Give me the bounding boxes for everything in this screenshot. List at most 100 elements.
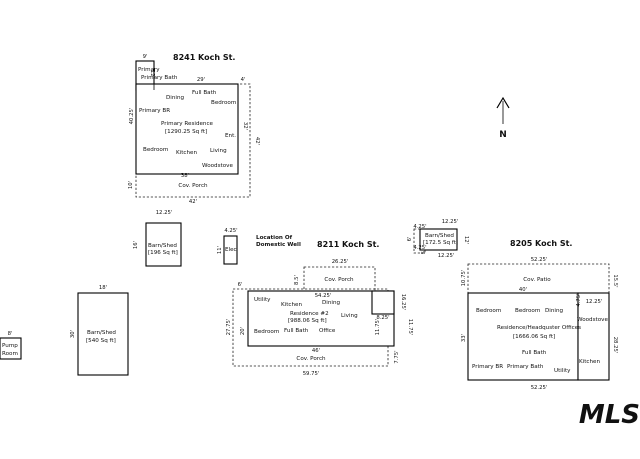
room-living: Living	[341, 313, 358, 319]
barn-area: [196 Sq ft]	[148, 250, 178, 256]
dim-depth-16-25: 16.25'	[400, 294, 406, 311]
cov-patio-label: Cov. Patio	[523, 277, 551, 283]
dim-depth-6: 6'	[407, 237, 413, 242]
pump-label-line2: Room	[2, 351, 18, 357]
dim-width-29: 29'	[197, 77, 205, 83]
title-8211: 8211 Koch St.	[317, 240, 379, 249]
residence-area: [1666.06 Sq ft]	[513, 334, 555, 340]
residence-east-wing	[577, 292, 610, 381]
building-8205-koch: 8205 Koch St. 52.25' 10.75' Cov. Patio 1…	[461, 239, 618, 391]
dim-depth-42: 42'	[254, 137, 260, 145]
elec-label: Elec	[225, 247, 237, 253]
room-full-bath: Full Bath	[284, 328, 309, 334]
dim-width: 4.25'	[224, 228, 237, 234]
dim-width-12-25: 12.25'	[586, 299, 603, 305]
cov-porch-bottom-label: Cov. Porch	[296, 356, 326, 362]
room-bedroom-1: Bedroom	[211, 100, 236, 106]
dim-width-46: 46'	[312, 348, 320, 354]
room-woodstove: Woodstove	[202, 163, 233, 169]
mls-watermark-logo: MLS	[579, 400, 640, 430]
dim-width-top: 12.25'	[442, 219, 459, 225]
dim-depth-5: 5'	[421, 250, 427, 255]
room-primary-bath-line1: Primary	[138, 67, 160, 73]
room-primary-br: Primary BR	[472, 364, 503, 370]
watermark-text: MLS	[579, 400, 640, 430]
dim-depth: 16'	[133, 241, 139, 249]
pump-room: 8' Pump Room	[0, 331, 22, 360]
residence-2-bump	[371, 290, 395, 315]
room-bedroom-1: Bedroom	[476, 308, 501, 314]
residence-headquarters-outline	[467, 292, 579, 381]
room-dining: Dining	[166, 95, 185, 101]
building-8241-koch: 8241 Koch St. 9' 12' Primary Primary Bat…	[128, 53, 260, 205]
residence-2-outline	[247, 290, 395, 347]
dim-width-4: 4'	[241, 77, 246, 83]
barn-label: Barn/Shed	[87, 330, 116, 336]
room-bedroom-2: Bedroom	[515, 308, 540, 314]
cov-porch-label: Cov. Porch	[178, 183, 208, 189]
dim-width-4-25-top: 4.25'	[413, 224, 426, 230]
residence-area: [1290.25 Sq ft]	[165, 129, 207, 135]
room-full-bath: Full Bath	[522, 350, 547, 356]
room-entry: Ent.	[225, 133, 236, 139]
room-dining: Dining	[545, 308, 564, 314]
room-primary-br: Primary BR	[139, 108, 170, 114]
dim-width-42: 42'	[189, 199, 197, 205]
dim-depth-11-75-b: 11.75'	[407, 319, 413, 336]
dim-depth-8-5: 8.5'	[294, 275, 300, 285]
well-label-line2: Domestic Well	[256, 242, 301, 248]
title-8241: 8241 Koch St.	[173, 53, 235, 62]
dim-width-top: 52.25'	[531, 257, 548, 263]
cov-porch-top-outline	[303, 266, 376, 292]
barn-shed-small: 12.25' 16' Barn/Shed [196 Sq ft]	[133, 210, 182, 267]
dim-width-26-25: 26.25'	[332, 259, 349, 265]
residence-label: Residence #2	[290, 311, 329, 317]
residence-label: Primary Residence	[161, 121, 214, 127]
building-8211-koch: 8211 Koch St. 26.25' Cov. Porch 8.5' 6' …	[226, 240, 413, 377]
dim-width-59-75: 59.75'	[303, 371, 320, 377]
barn-shed-8205: 12.25' 4.25' 6' Barn/Shed [172.5 Sq ft] …	[407, 219, 469, 259]
room-full-bath: Full Bath	[192, 90, 217, 96]
room-bedroom-2: Bedroom	[143, 147, 168, 153]
dim-width: 8'	[8, 331, 13, 337]
dim-width-bottom: 12.25'	[438, 253, 455, 259]
room-kitchen: Kitchen	[281, 302, 302, 308]
dim-depth-6: 6'	[238, 282, 243, 288]
dim-depth-7-75: 7.75'	[394, 350, 400, 363]
dim-depth-10: 10'	[128, 181, 134, 189]
dim-width: 12.25'	[156, 210, 173, 216]
dim-depth-28-25: 28.25'	[612, 337, 618, 354]
pump-label-line1: Pump	[2, 343, 18, 349]
room-office: Office	[319, 328, 336, 334]
title-8205: 8205 Koch St.	[510, 239, 572, 248]
dim-depth-20: 20'	[240, 327, 246, 335]
domestic-well-note: Location Of Domestic Well	[256, 235, 301, 248]
dim-depth-4-75: 4.75'	[576, 293, 582, 306]
dim-depth-32: 32'	[242, 122, 248, 130]
dim-depth-11-75-a: 11.75'	[375, 319, 381, 336]
electrical-box: 4.25' 11' Elec	[217, 228, 238, 265]
shed-area: [172.5 Sq ft]	[423, 240, 458, 246]
room-utility: Utility	[554, 368, 571, 374]
north-label: N	[499, 130, 507, 140]
dim-width-4-25-bottom: 4.25'	[413, 245, 426, 251]
room-kitchen: Kitchen	[579, 359, 600, 365]
room-dining: Dining	[322, 300, 341, 306]
dim-width-40: 40'	[519, 287, 527, 293]
room-utility: Utility	[254, 297, 271, 303]
north-arrow-icon: N	[496, 96, 510, 140]
dim-width-54-25: 54.25'	[315, 293, 332, 299]
dim-depth-15-5: 15.5'	[612, 274, 618, 287]
dim-bath-width: 9'	[143, 54, 148, 60]
barn-shed-large: 18' 30' Barn/Shed [540 Sq ft]	[70, 285, 129, 376]
dim-depth-27-75: 27.75'	[226, 319, 232, 336]
residence-label: Residence/Headquster Offices	[497, 325, 581, 331]
dim-depth-8-25: 8.25'	[376, 315, 389, 321]
room-woodstove: Woodstove	[577, 317, 608, 323]
dim-depth-12: 12'	[463, 236, 469, 244]
barn-label: Barn/Shed	[148, 243, 177, 249]
room-primary-bath: Primary Bath	[507, 364, 544, 370]
dim-depth-10-75: 10.75'	[461, 270, 467, 287]
well-label-line1: Location Of	[256, 235, 293, 241]
barn-area: [540 Sq ft]	[86, 338, 116, 344]
